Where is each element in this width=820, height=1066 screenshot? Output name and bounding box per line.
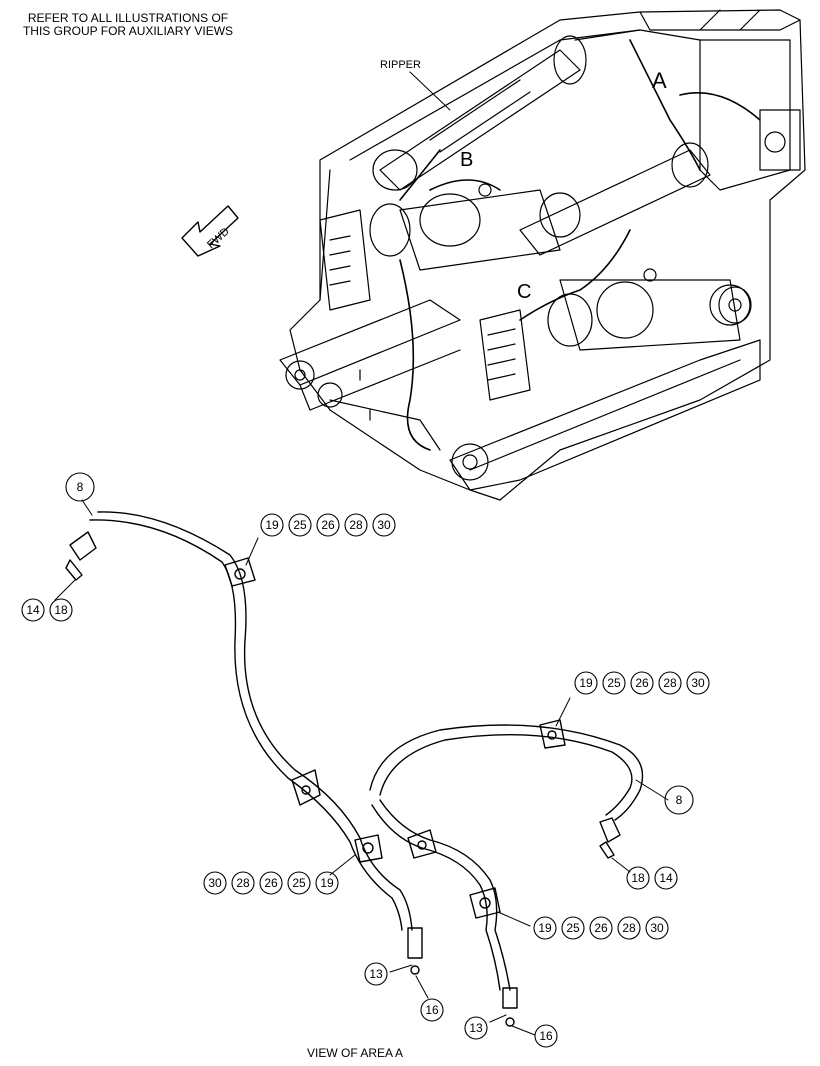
hose-assembly-left	[65, 511, 423, 975]
ripper-assembly	[279, 9, 806, 501]
view-caption: VIEW OF AREA A	[307, 1046, 403, 1060]
ripper-label: RIPPER	[380, 59, 421, 71]
callout-clamp-mid-left: 25	[292, 876, 306, 890]
callout-clamp-mid-right: 30	[650, 921, 664, 935]
callout-clamp-top: 19	[265, 518, 279, 532]
callout-clamp-top: 30	[377, 518, 391, 532]
callout-clamp-mid-right: 26	[594, 921, 608, 935]
callout-elbow-left-13: 13	[369, 967, 383, 981]
fwd-arrow-icon	[181, 205, 239, 257]
callout-fitting-left: 14	[26, 603, 40, 617]
header-note: REFER TO ALL ILLUSTRATIONS OF THIS GROUP…	[8, 12, 248, 38]
leader-lines	[54, 499, 669, 1036]
callout-elbow-right-13: 13	[469, 1021, 483, 1035]
header-note-line1: REFER TO ALL ILLUSTRATIONS OF	[27, 11, 229, 25]
callout-fitting-right: 18	[631, 871, 645, 885]
callout-clamp-mid-right: 19	[538, 921, 552, 935]
hose-assembly-right	[369, 719, 644, 1027]
callout-clamp-right: 25	[607, 676, 621, 690]
callout-clamp-mid-right: 25	[566, 921, 580, 935]
callout-fitting-left: 18	[54, 603, 68, 617]
callout-clamp-right: 30	[691, 676, 705, 690]
callout-clamp-mid-left: 26	[264, 876, 278, 890]
callout-hose-left: 8	[77, 480, 84, 494]
callout-hose-right: 8	[676, 793, 683, 807]
callout-clamp-top: 26	[321, 518, 335, 532]
callout-clamp-mid-left: 28	[236, 876, 250, 890]
callout-clamp-right: 26	[635, 676, 649, 690]
callout-clamp-top: 25	[293, 518, 307, 532]
callout-circles	[21, 472, 710, 1048]
area-a-label: A	[652, 68, 667, 93]
callout-clamp-right: 19	[579, 676, 593, 690]
callout-fitting-right: 14	[659, 871, 673, 885]
callout-elbow-right-16: 16	[539, 1029, 553, 1043]
callout-clamp-top: 28	[349, 518, 363, 532]
callout-clamp-mid-left: 30	[208, 876, 222, 890]
header-note-line2: THIS GROUP FOR AUXILIARY VIEWS	[22, 24, 234, 38]
callout-elbow-left-16: 16	[425, 1003, 439, 1017]
callout-clamp-mid-right: 28	[622, 921, 636, 935]
callout-clamp-right: 28	[663, 676, 677, 690]
area-c-label: C	[517, 281, 531, 303]
area-b-label: B	[460, 149, 473, 171]
callout-clamp-mid-left: 19	[320, 876, 334, 890]
